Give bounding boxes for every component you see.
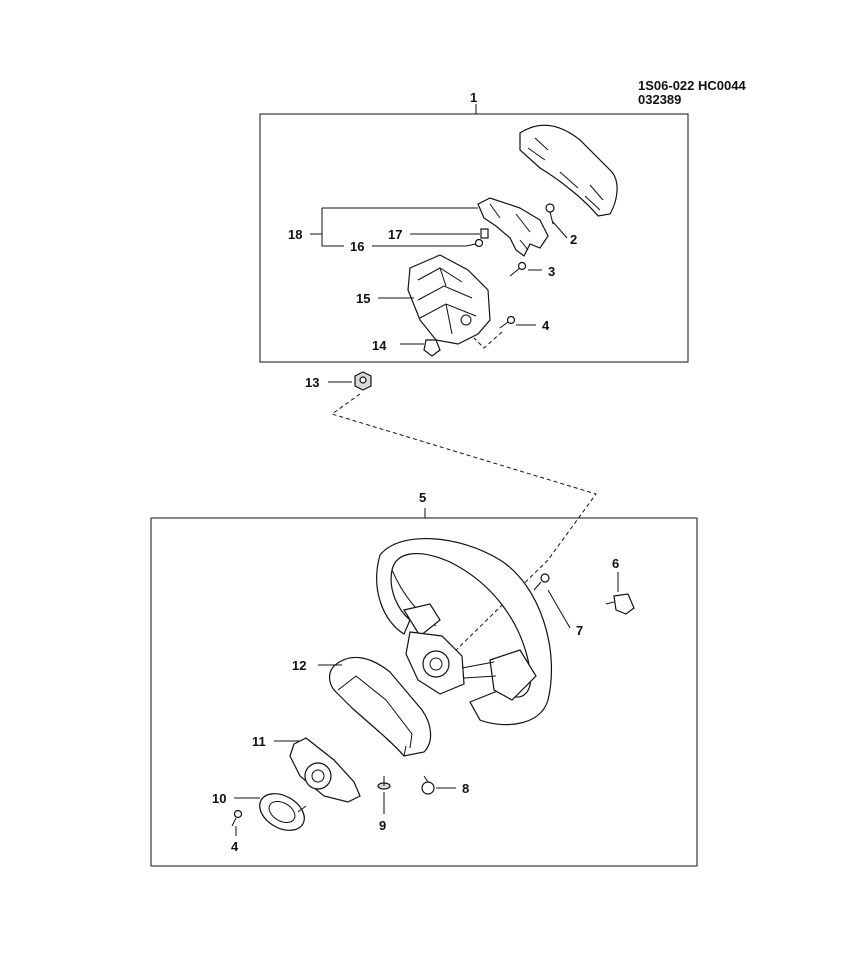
callout-16: 16 [350, 239, 364, 254]
bolt-8-part [421, 775, 435, 795]
callout-12: 12 [292, 658, 306, 673]
clip-6-part [605, 593, 635, 615]
screw-3-part [509, 261, 527, 277]
lower-assembly-frame [150, 517, 698, 867]
steering-wheel-part [376, 538, 552, 726]
callout-9: 9 [379, 818, 386, 833]
dashed-path-upper [473, 331, 503, 349]
diagram-code-primary: 1S06-022 HC0044 [638, 78, 746, 93]
callout-11: 11 [252, 734, 266, 749]
diagram-code-secondary: 032389 [638, 92, 682, 107]
screw-2-part [545, 203, 555, 225]
leader-7 [547, 589, 571, 629]
callout-4-lower: 4 [231, 839, 239, 854]
callout-4-upper: 4 [542, 318, 550, 333]
bracket-plate-part [477, 197, 549, 257]
callout-13: 13 [305, 375, 319, 390]
callout-18: 18 [288, 227, 302, 242]
screw-4-lower-part [231, 809, 243, 827]
callout-15: 15 [356, 291, 370, 306]
screw-7-part [533, 573, 550, 591]
clip-14-part [423, 339, 441, 357]
leader-2 [552, 221, 568, 239]
callout-6: 6 [612, 556, 619, 571]
screw-4-upper-part [499, 315, 516, 329]
pad-cover-part [519, 124, 618, 217]
callout-2: 2 [570, 232, 577, 247]
dashed-connector [330, 393, 597, 661]
switch-housing-part [407, 254, 491, 345]
bolt-9-part [377, 776, 391, 790]
callout-5: 5 [419, 490, 426, 505]
callout-1: 1 [470, 90, 477, 105]
horn-pad-part [328, 656, 432, 757]
callout-14: 14 [372, 338, 387, 353]
upper-assembly-frame [259, 113, 689, 363]
nut-13-part [354, 371, 372, 391]
contact-plate-part [289, 737, 361, 803]
clip-17-part [480, 228, 489, 239]
callout-8: 8 [462, 781, 469, 796]
retainer-ring-part [259, 793, 307, 831]
screw-16-part [465, 238, 484, 248]
callout-17: 17 [388, 227, 402, 242]
callout-3: 3 [548, 264, 555, 279]
callout-7: 7 [576, 623, 583, 638]
callout-10: 10 [212, 791, 226, 806]
